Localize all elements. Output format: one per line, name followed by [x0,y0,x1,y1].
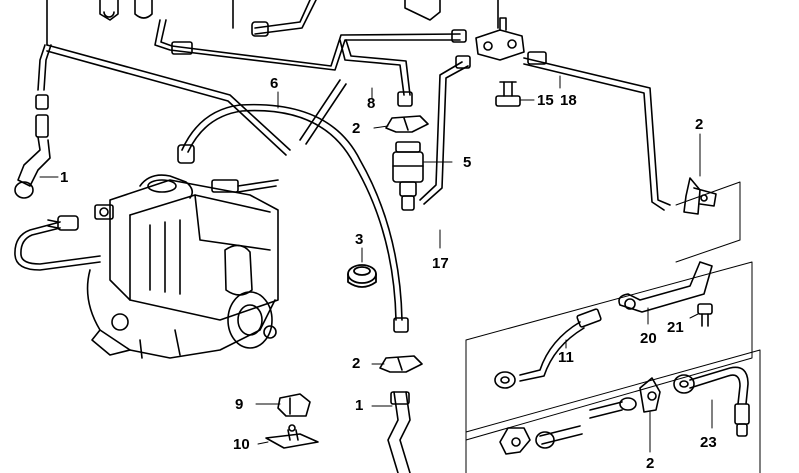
callout-20: 20 [640,330,657,347]
callout-2-lower: 2 [352,355,361,372]
left-hose [14,215,101,271]
group-outline-mid [465,261,753,441]
pipe-clamp-upper [385,115,429,133]
callout-2-right: 2 [695,116,704,133]
callout-9: 9 [235,396,244,413]
bracket-10 [265,424,319,449]
bolt-21 [697,303,713,327]
top-fittings [46,0,499,46]
retaining-clip-9 [277,393,311,417]
hose-fitting-assembly [499,377,661,455]
callout-15: 15 [537,92,554,109]
hose-23 [673,366,750,437]
callout-17: 17 [432,255,449,272]
callout-2-bottom: 2 [646,455,655,472]
callout-6: 6 [270,75,279,92]
callout-11: 11 [558,349,574,366]
callout-18: 18 [560,92,577,109]
fuel-filter [392,141,424,211]
rubber-grommet [347,264,377,288]
pressure-hose-11 [494,308,602,389]
callout-21: 21 [667,319,684,336]
pipe-clamp-lower [379,355,423,373]
group-outline-lower [465,349,761,473]
brake-line-main [14,44,291,199]
callout-1-upper: 1 [60,169,69,186]
callout-10: 10 [233,436,250,453]
line-6 [177,79,409,333]
callout-2-upper: 2 [352,120,361,137]
bracket-20 [618,261,713,313]
group-outline-upper [675,181,741,263]
line-8 [339,39,413,107]
pump-assembly [86,174,279,359]
brake-line-lower [387,391,411,473]
callout-3: 3 [355,231,364,248]
callout-23: 23 [700,434,717,451]
callout-8: 8 [367,95,376,112]
callout-1-lower: 1 [355,397,364,414]
leader-lines [39,75,713,453]
callout-5: 5 [463,154,472,171]
upper-pipes [154,0,671,211]
banjo-bolt [495,81,521,107]
